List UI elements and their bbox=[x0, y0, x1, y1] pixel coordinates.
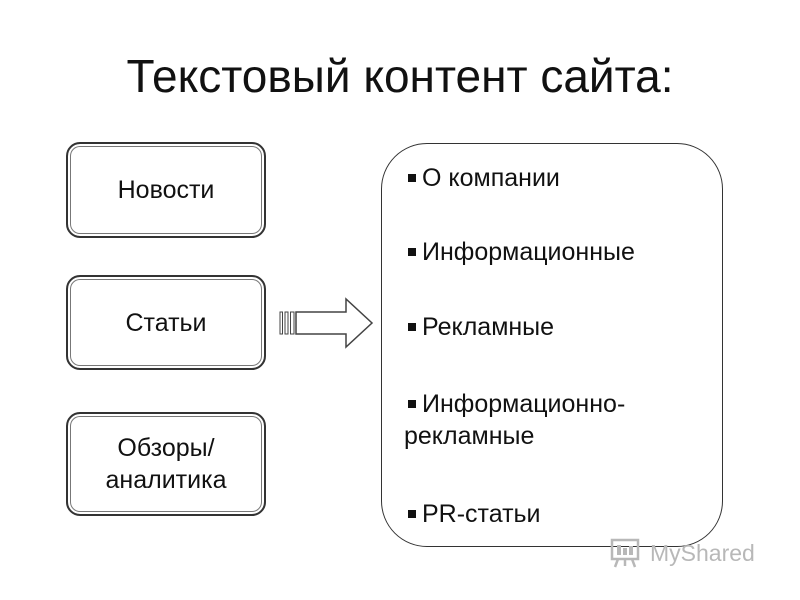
list-item: Рекламные bbox=[408, 311, 708, 343]
bullet-square-icon bbox=[408, 174, 416, 182]
category-box-reviews[interactable]: Обзоры/ аналитика bbox=[66, 412, 266, 516]
bullet-square-icon bbox=[408, 323, 416, 331]
bullet-square-icon bbox=[408, 248, 416, 256]
page-title: Текстовый контент сайта: bbox=[126, 50, 674, 102]
category-box-news[interactable]: Новости bbox=[66, 142, 266, 238]
category-label-news: Новости bbox=[117, 176, 215, 204]
list-item-label: О компании bbox=[422, 164, 560, 192]
arrow-right-icon bbox=[278, 297, 374, 353]
category-label-articles: Статьи bbox=[125, 308, 207, 337]
watermark-text: MyShared bbox=[650, 539, 755, 566]
list-item-label-continued: рекламные bbox=[404, 422, 535, 450]
list-item: Информационные bbox=[408, 236, 708, 268]
list-item-label: Информационные bbox=[422, 238, 635, 266]
bullet-square-icon bbox=[408, 400, 416, 408]
content-types-panel: О компании Информационные Рекламные Инфо… bbox=[381, 143, 723, 547]
list-item-label: Рекламные bbox=[422, 313, 555, 341]
list-item-label: Информационно- bbox=[422, 390, 626, 418]
watermark: MyShared bbox=[608, 536, 755, 570]
category-label-reviews: Обзоры/ аналитика bbox=[105, 434, 227, 494]
list-item-label: PR-статьи bbox=[422, 500, 541, 528]
bullet-square-icon bbox=[408, 510, 416, 518]
list-item: Информационно- рекламные bbox=[404, 388, 708, 452]
list-item: PR-статьи bbox=[408, 498, 708, 530]
list-item: О компании bbox=[408, 162, 708, 194]
presentation-logo-icon bbox=[610, 538, 640, 568]
category-box-articles[interactable]: Статьи bbox=[66, 275, 266, 370]
